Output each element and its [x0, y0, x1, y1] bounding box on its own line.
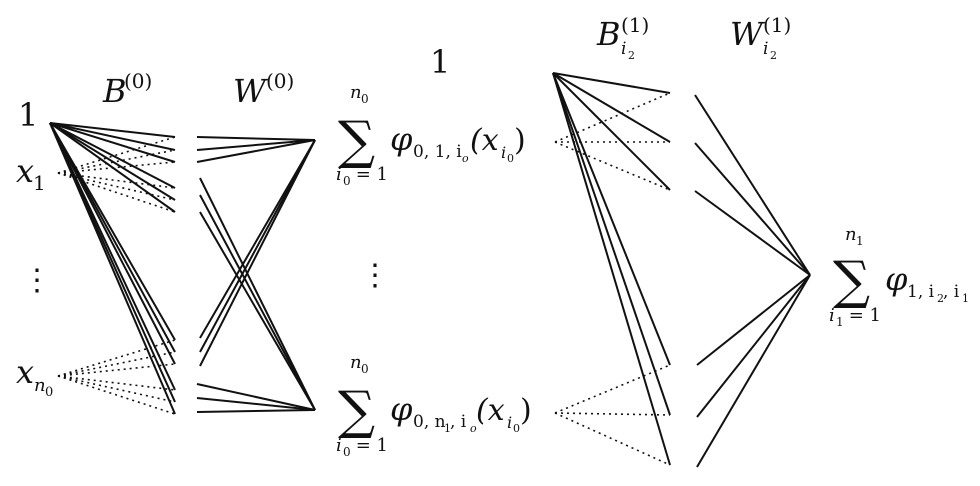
svg-text:i: i	[829, 305, 835, 326]
svg-text:(x: (x	[476, 393, 505, 428]
xn0-label: x n 0	[16, 353, 53, 400]
svg-text:= 1: = 1	[350, 435, 388, 456]
svg-text:(x: (x	[470, 123, 499, 158]
svg-text:0: 0	[343, 445, 351, 459]
svg-text:1: 1	[444, 422, 451, 435]
ellipsis-left: ⋮	[22, 263, 52, 298]
svg-text:2: 2	[770, 49, 777, 62]
svg-text:i: i	[336, 164, 342, 185]
svg-text:n: n	[350, 82, 362, 103]
bias-node-label: 1	[18, 96, 38, 134]
b1-top-dotted-edges	[554, 92, 671, 191]
svg-text:i: i	[507, 413, 512, 432]
sum-bottom: n 0 ∑ i 0 = 1 φ 0, n 1 , i o (x i 0 )	[336, 352, 532, 459]
svg-text:B: B	[596, 15, 621, 53]
svg-text:, i: , i	[943, 282, 960, 302]
svg-text:φ: φ	[390, 390, 413, 428]
svg-text:i: i	[621, 39, 626, 59]
xn-dotted-edges	[57, 339, 176, 415]
svg-text:= 1: = 1	[843, 305, 881, 326]
x1-dotted-edges	[57, 136, 176, 213]
sum-right: n 1 ∑ i 1 = 1 φ 1, i 2 , i 1	[829, 224, 969, 329]
svg-text:(0): (0)	[266, 69, 294, 93]
svg-text:W: W	[233, 72, 269, 110]
svg-text:i: i	[336, 435, 342, 456]
w1-label: W (1) i 2	[730, 13, 791, 62]
svg-text:(0): (0)	[124, 69, 152, 93]
svg-text:(1): (1)	[621, 13, 649, 37]
svg-text:0: 0	[513, 422, 520, 435]
svg-text:): )	[514, 123, 526, 158]
svg-text:n: n	[845, 224, 857, 245]
svg-text:W: W	[730, 15, 766, 53]
b1-solid-edges	[552, 72, 671, 466]
svg-text:0: 0	[361, 362, 369, 376]
svg-text:, i: , i	[450, 412, 467, 432]
svg-text:1, i: 1, i	[907, 282, 935, 302]
svg-text:(1): (1)	[763, 13, 791, 37]
svg-text:i: i	[763, 39, 768, 59]
w0-label: W (0)	[233, 69, 294, 110]
svg-text:= 1: = 1	[350, 164, 388, 185]
svg-text:o: o	[470, 422, 477, 435]
svg-text:1: 1	[962, 292, 969, 305]
svg-text:2: 2	[628, 49, 635, 62]
b1-bottom-dotted-edges	[554, 364, 671, 466]
svg-text:x: x	[16, 152, 34, 190]
svg-text:o: o	[462, 152, 469, 165]
svg-text:1: 1	[836, 315, 844, 329]
svg-text:∑: ∑	[338, 111, 375, 171]
svg-text:x: x	[16, 353, 34, 391]
svg-text:n: n	[350, 352, 362, 373]
svg-text:∑: ∑	[833, 251, 870, 311]
svg-text:2: 2	[937, 292, 944, 305]
svg-text:0: 0	[507, 152, 514, 165]
svg-text:φ: φ	[390, 120, 413, 158]
bias-node-label-2: 1	[430, 43, 450, 81]
svg-text:0, 1, i: 0, 1, i	[413, 142, 462, 162]
svg-text:∑: ∑	[338, 381, 375, 441]
b0-label: B (0)	[102, 69, 152, 110]
svg-text:0: 0	[45, 385, 53, 400]
svg-text:i: i	[501, 143, 506, 162]
svg-text:1: 1	[33, 171, 46, 195]
w0-edges	[196, 136, 316, 413]
b1-label: B (1) i 2	[596, 13, 649, 62]
ellipsis-middle: ⋮	[360, 258, 390, 293]
sum-top: n 0 ∑ i 0 = 1 φ 0, 1, i o (x i 0 )	[336, 82, 526, 188]
svg-text:0: 0	[361, 92, 369, 106]
svg-text:φ: φ	[885, 260, 908, 298]
x1-label: x 1	[16, 152, 46, 195]
svg-text:1: 1	[856, 234, 864, 248]
svg-text:0, n: 0, n	[413, 412, 446, 432]
w1-edges	[694, 94, 811, 468]
svg-text:B: B	[102, 72, 127, 110]
svg-text:): )	[520, 393, 532, 428]
svg-text:n: n	[34, 375, 46, 396]
svg-text:0: 0	[343, 174, 351, 188]
